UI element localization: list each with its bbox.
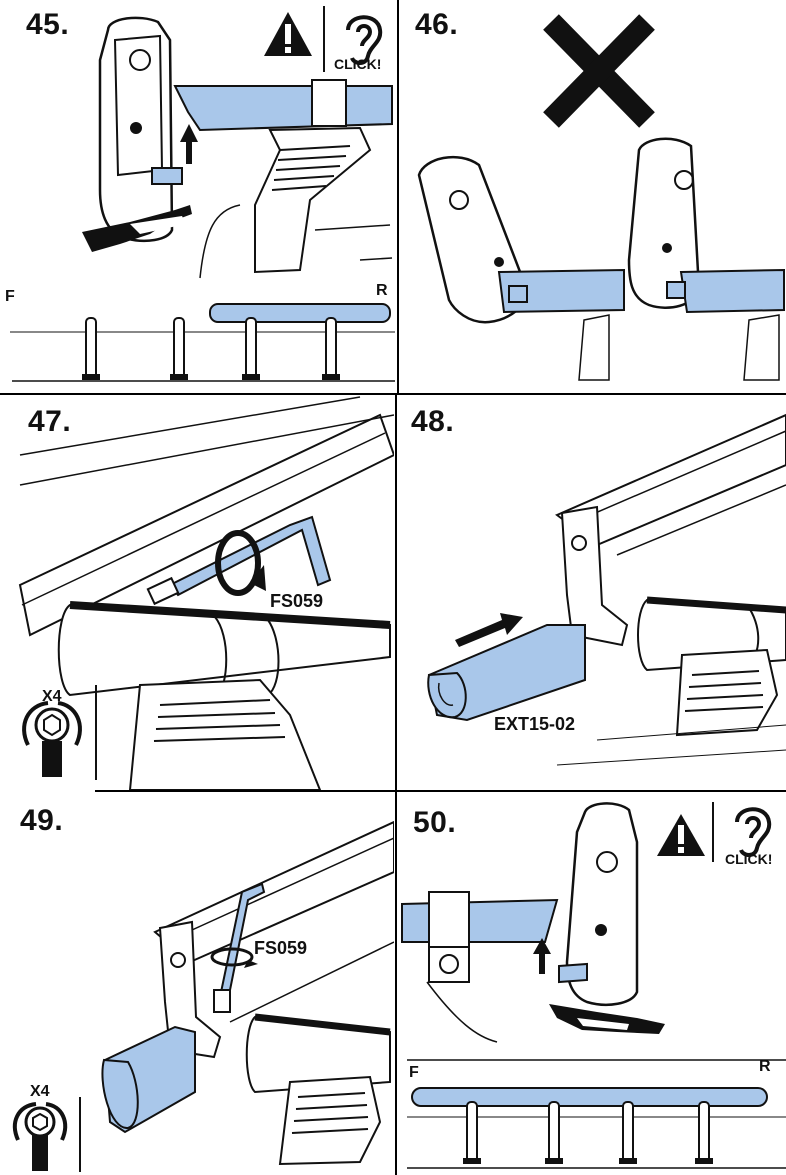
step-50-panel: 50. [397,792,786,1175]
hand-icon [82,205,192,252]
part-label: FS059 [270,591,324,611]
step-number: 47. [28,405,72,438]
bolt-icon [24,1106,56,1171]
bolt-icon [146,576,180,606]
front-label: F [409,1064,419,1081]
step-48-panel: 48. EXT15-02 [397,395,786,790]
divider-horizontal-2 [95,790,786,792]
step-45-panel: 45. [0,0,396,392]
divider-horizontal-1 [0,393,786,395]
step-49-illustration [12,820,394,1172]
rotate-arrow-icon [215,530,261,596]
warning-icon [657,814,705,856]
bolt-icon [34,707,70,777]
step-48-illustration [427,413,786,766]
rotate-arrow-icon [210,947,254,967]
count-label: X4 [30,1083,50,1100]
front-label: F [5,288,15,305]
step-47-illustration [18,396,394,790]
click-label: CLICK! [334,56,382,72]
hex-key-icon [168,515,332,597]
step-46-illustration [417,14,785,381]
cross-icon [543,14,655,128]
part-label: FS059 [254,938,308,958]
hand-icon [549,1004,665,1034]
step-number: 46. [415,8,459,41]
ear-icon [346,15,383,65]
step-number: 48. [411,405,455,438]
part-label: EXT15-02 [494,714,576,734]
step-50-illustration [401,802,786,1169]
step-45-illustration [10,6,395,382]
step-number: 49. [20,804,64,837]
divider-vertical-bottom [395,792,397,1175]
rotate-arrow-icon [22,701,82,746]
count-label: X4 [42,688,62,705]
arrow-up-icon [533,938,551,974]
divider-vertical-top [397,0,399,393]
step-47-panel: 47. [0,395,394,790]
step-49-panel: 49. [0,792,394,1175]
rear-label: R [759,1058,771,1075]
ear-icon [735,807,772,857]
warning-icon [264,12,312,56]
rotate-arrow-icon [12,1102,68,1141]
rear-label: R [376,282,388,299]
step-number: 50. [413,806,457,839]
step-46-panel: 46. [399,0,786,392]
step-number: 45. [26,8,70,41]
arrow-up-icon [180,124,198,164]
click-label: CLICK! [725,851,773,867]
hex-key-icon [213,882,266,1013]
divider-vertical-mid [395,395,397,790]
